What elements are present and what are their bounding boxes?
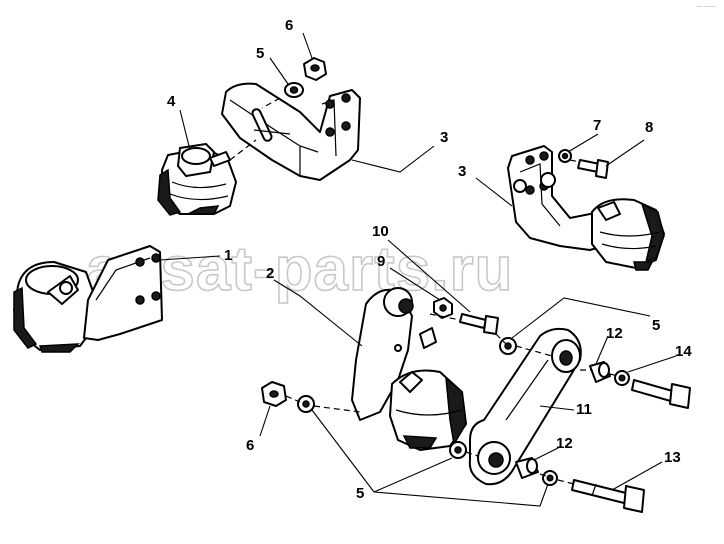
callout-6-top: 6	[285, 17, 293, 34]
callout-8: 8	[645, 119, 653, 136]
part-2-engine-mount-lower	[351, 287, 467, 451]
part-7-washer	[558, 149, 572, 163]
callout-12-lower: 12	[556, 435, 573, 452]
callout-13: 13	[664, 449, 681, 466]
part-mount-right	[591, 198, 665, 271]
callout-5-lower: 5	[356, 485, 364, 502]
part-3-bracket-top	[221, 82, 361, 181]
part-12-bushing-lower	[515, 457, 539, 479]
part-5-washer-lower-a	[449, 441, 467, 459]
part-5-washer-mid	[499, 337, 517, 355]
part-9-nut	[433, 297, 453, 319]
part-13-bolt	[571, 479, 645, 513]
callout-4: 4	[167, 93, 176, 110]
part-5-washer-top	[284, 82, 304, 98]
callout-12-upper: 12	[606, 325, 623, 342]
callout-5-top: 5	[256, 45, 264, 62]
callout-3-right: 3	[458, 163, 466, 180]
part-8-bolt	[577, 159, 609, 179]
corner-mark: — ——	[696, 4, 716, 10]
part-6-nut-top	[303, 57, 327, 81]
part-5-washer-left	[297, 395, 315, 413]
callout-6-lower: 6	[246, 437, 254, 454]
callout-labels: 6 5 4 3 3 7 8 1 2 10 9 5 12 14 11 6 12 1…	[167, 17, 692, 502]
callout-3-top: 3	[440, 129, 448, 146]
callout-9: 9	[377, 253, 385, 270]
leader-lines	[159, 32, 677, 507]
part-10-bolt	[459, 313, 499, 335]
part-6-nut-lower	[261, 381, 287, 407]
part-5-washer-right	[614, 370, 630, 386]
part-14-bolt	[631, 379, 691, 409]
callout-11: 11	[576, 401, 592, 418]
callout-14: 14	[675, 343, 692, 360]
part-5-washer-lower-b	[542, 470, 558, 486]
part-4-rubber-mount	[157, 143, 237, 216]
part-1-engine-mount-left	[13, 245, 163, 353]
callout-5-right: 5	[652, 317, 660, 334]
callout-1: 1	[224, 247, 232, 264]
part-12-bushing-upper	[589, 361, 611, 383]
part-11-link-arm	[468, 327, 582, 486]
assembly-lines	[229, 97, 619, 485]
callout-2: 2	[266, 265, 274, 282]
callout-10: 10	[372, 223, 389, 240]
callout-7: 7	[593, 117, 601, 134]
